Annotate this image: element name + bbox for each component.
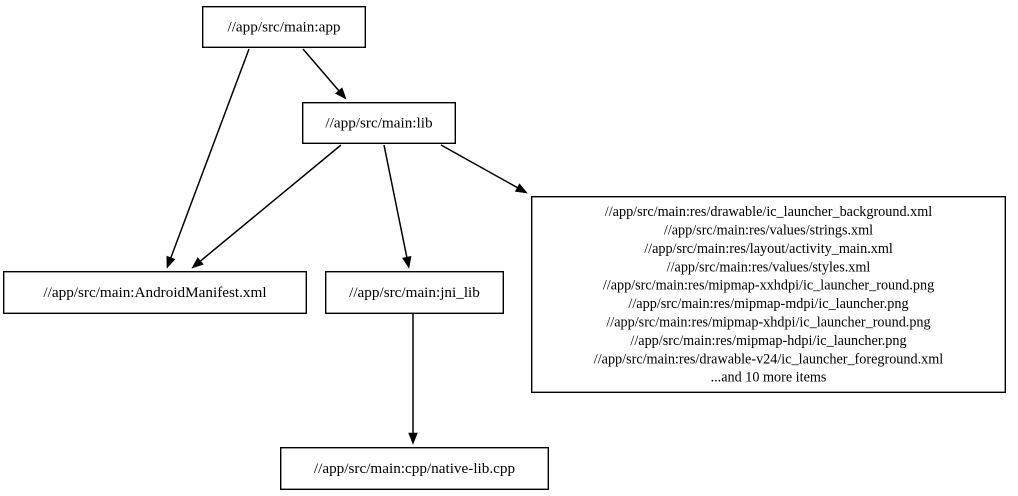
- edge-arrowhead: [402, 255, 412, 269]
- graph-node-android_manifest[interactable]: //app/src/main:AndroidManifest.xml: [3, 271, 308, 315]
- edge-arrowhead: [335, 87, 347, 100]
- graph-node-native_lib[interactable]: //app/src/main:cpp/native-lib.cpp: [280, 447, 550, 491]
- graph-edge-lib-to-android-manifest: [191, 144, 342, 269]
- edge-arrowhead: [166, 255, 176, 269]
- edge-arrowhead: [408, 432, 418, 445]
- nodes-layer: //app/src/main:app //app/src/main:lib //ap…: [3, 5, 1007, 491]
- graph-edge-app-to-lib: [302, 48, 347, 100]
- graph-edge-jni-lib-to-native-lib: [408, 314, 418, 445]
- node-box[interactable]: [531, 195, 1007, 394]
- node-label-line: //app/src/main:res/layout/activity_main.…: [644, 241, 893, 257]
- node-label: //app/src/main:app: [227, 18, 340, 35]
- node-label: //app/src/main:cpp/native-lib.cpp: [314, 460, 515, 477]
- edge-shaft: [383, 144, 408, 259]
- node-label: //app/src/main:jni_lib: [349, 284, 480, 301]
- node-label-line: //app/src/main:res/values/strings.xml: [664, 223, 873, 239]
- graph-node-jni_lib[interactable]: //app/src/main:jni_lib: [325, 271, 505, 315]
- node-label-line: //app/src/main:res/mipmap-xhdpi/ic_launc…: [606, 315, 930, 331]
- node-label-line: //app/src/main:res/drawable/ic_launcher_…: [605, 204, 932, 220]
- node-box[interactable]: [201, 5, 367, 48]
- node-label-line: //app/src/main:res/mipmap-mdpi/ic_launch…: [628, 296, 908, 312]
- edges-layer: [166, 48, 528, 445]
- node-label: //app/src/main:AndroidManifest.xml: [43, 284, 266, 301]
- node-label-line: //app/src/main:res/mipmap-xxhdpi/ic_laun…: [603, 278, 934, 294]
- graph-node-app[interactable]: //app/src/main:app: [201, 5, 367, 48]
- edge-shaft: [169, 48, 250, 259]
- node-label-line: //app/src/main:res/values/styles.xml: [667, 259, 871, 275]
- node-box[interactable]: [280, 447, 550, 491]
- edge-arrowhead: [191, 257, 204, 269]
- node-label-line: ...and 10 more items: [711, 370, 827, 386]
- node-box[interactable]: [302, 101, 457, 144]
- node-box[interactable]: [3, 271, 308, 315]
- graph-node-lib[interactable]: //app/src/main:lib: [302, 101, 457, 144]
- graph-edge-lib-to-jni-lib: [383, 144, 412, 269]
- edge-shaft: [302, 48, 340, 92]
- node-label: //app/src/main:lib: [325, 114, 433, 131]
- node-label-line: //app/src/main:res/drawable-v24/ic_launc…: [594, 351, 944, 367]
- edge-arrowhead: [514, 183, 528, 194]
- graph-edge-lib-to-res-group: [440, 144, 528, 194]
- edge-shaft: [199, 144, 342, 263]
- graph-edge-app-to-android-manifest: [166, 48, 250, 269]
- graph-node-res_group[interactable]: //app/src/main:res/drawable/ic_launcher_…: [531, 195, 1007, 394]
- node-box[interactable]: [325, 271, 505, 315]
- edge-shaft: [440, 144, 519, 189]
- node-label-line: //app/src/main:res/mipmap-hdpi/ic_launch…: [630, 333, 906, 349]
